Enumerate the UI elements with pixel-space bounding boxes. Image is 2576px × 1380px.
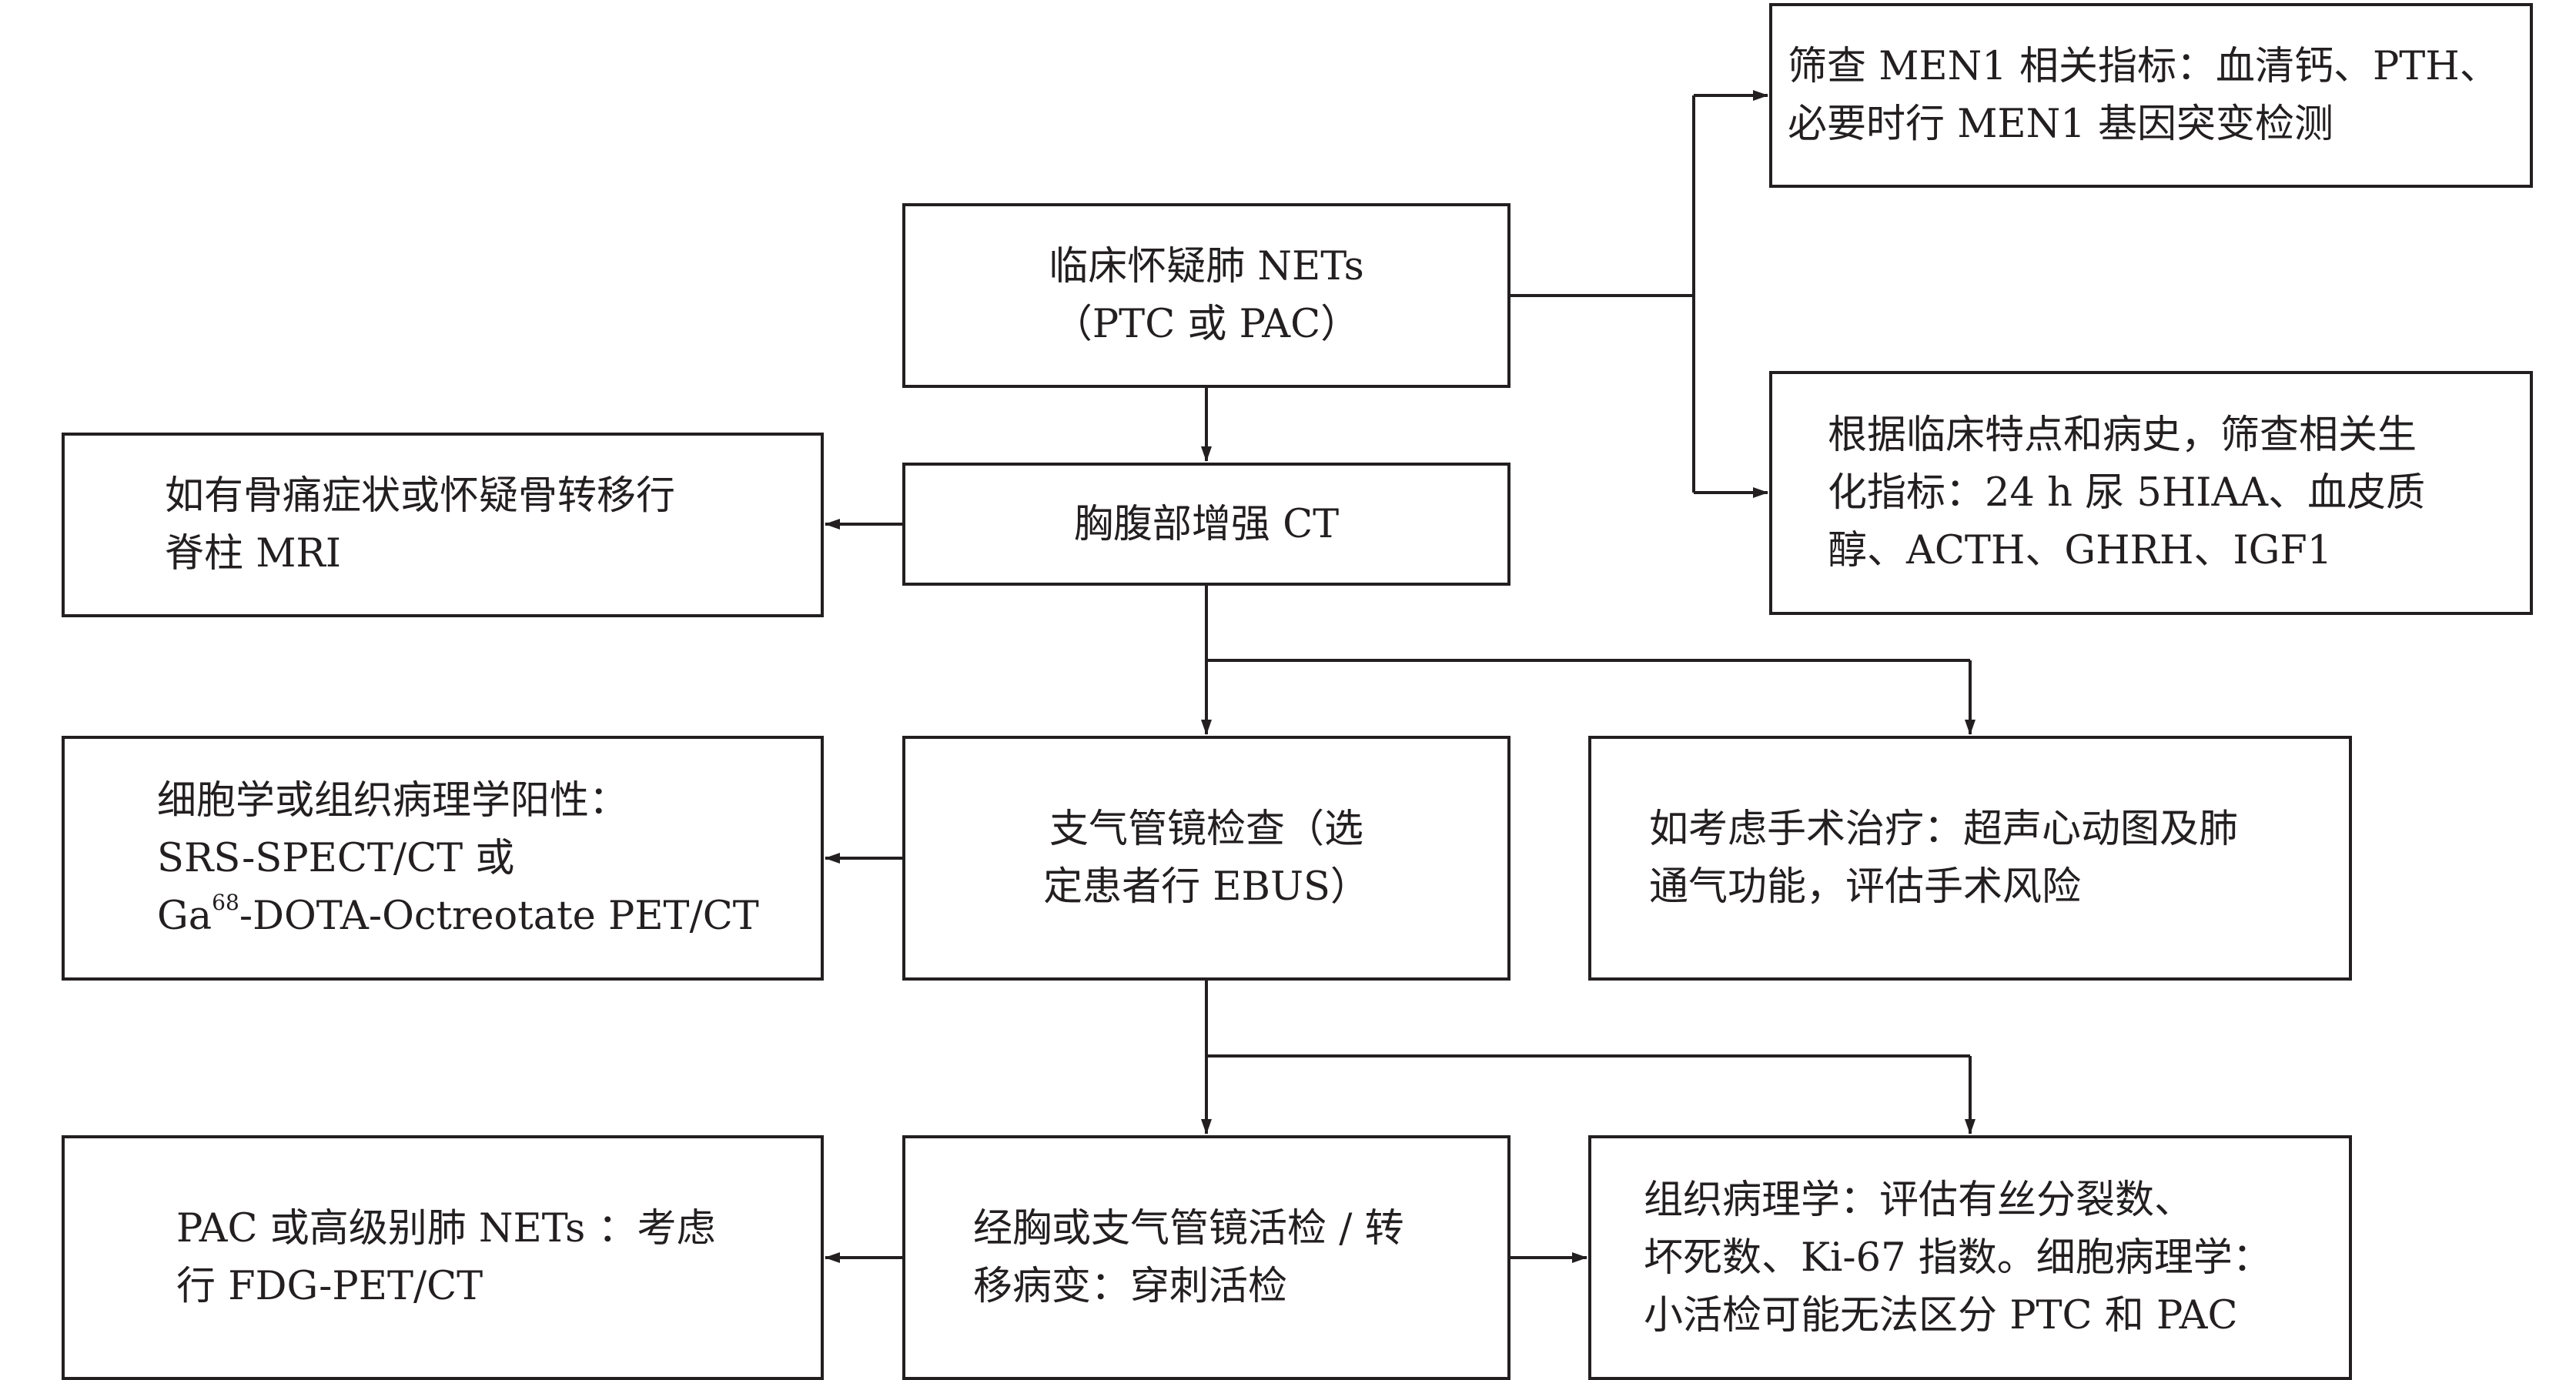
connector-suspect-branch <box>1510 95 1695 493</box>
node-text-line: 支气管镜检查（选 <box>1049 807 1363 852</box>
node-cytology-positive: 细胞学或组织病理学阳性： SRS-SPECT/CT 或 Ga68-DOTA-Oc… <box>62 736 824 981</box>
node-text-line: 临床怀疑肺 NETs <box>1049 244 1364 289</box>
node-text-line: PAC 或高级别肺 NETs ：考虑 <box>176 1206 716 1251</box>
connector-ct-branch <box>1205 586 1970 662</box>
node-biopsy: 经胸或支气管镜活检 / 转 移病变：穿刺活检 <box>902 1135 1510 1380</box>
node-text-line: 通气功能，评估手术风险 <box>1649 864 2082 910</box>
node-text-line: 筛查 MEN1 相关指标：血清钙、PTH、 <box>1788 44 2499 89</box>
node-text-line: 如有骨痛症状或怀疑骨转移行 <box>165 473 676 519</box>
node-bronchoscopy: 支气管镜检查（选 定患者行 EBUS） <box>902 736 1510 981</box>
node-contrast-ct: 胸腹部增强 CT <box>902 463 1510 586</box>
node-histopathology: 组织病理学：评估有丝分裂数、 坏死数、Ki-67 指数。细胞病理学： 小活检可能… <box>1588 1135 2352 1380</box>
node-text-line: 胸腹部增强 CT <box>1073 501 1340 547</box>
node-text-line: SRS-SPECT/CT 或 <box>157 835 515 881</box>
node-text-line: 化指标：24 h 尿 5HIAA、血皮质 <box>1828 470 2426 516</box>
node-text-line: 行 FDG-PET/CT <box>176 1264 483 1309</box>
node-biochemical-markers: 根据临床特点和病史，筛查相关生 化指标：24 h 尿 5HIAA、血皮质 醇、A… <box>1769 371 2533 615</box>
isotope-mass-number: 68 <box>212 889 239 915</box>
node-text-line: 组织病理学：评估有丝分裂数、 <box>1644 1177 2194 1223</box>
node-text-line: 必要时行 MEN1 基因突变检测 <box>1788 102 2333 147</box>
node-surgery-evaluation: 如考虑手术治疗：超声心动图及肺 通气功能，评估手术风险 <box>1588 736 2352 981</box>
node-text-line: 小活检可能无法区分 PTC 和 PAC <box>1644 1292 2238 1338</box>
node-text-line: 如考虑手术治疗：超声心动图及肺 <box>1649 807 2239 852</box>
isotope-symbol: Ga <box>157 893 212 939</box>
node-text-line: 脊柱 MRI <box>165 531 341 576</box>
node-men1-screening: 筛查 MEN1 相关指标：血清钙、PTH、 必要时行 MEN1 基因突变检测 <box>1769 3 2533 188</box>
node-text-line: Ga68-DOTA-Octreotate PET/CT <box>157 887 759 945</box>
node-text-line: 定患者行 EBUS） <box>1043 864 1370 910</box>
node-text-line: 根据临床特点和病史，筛查相关生 <box>1828 413 2417 458</box>
node-text-line: 移病变：穿刺活检 <box>973 1264 1288 1309</box>
node-clinical-suspicion: 临床怀疑肺 NETs （PTC 或 PAC） <box>902 203 1510 388</box>
node-spine-mri: 如有骨痛症状或怀疑骨转移行 脊柱 MRI <box>62 433 824 617</box>
connector-bronchoscopy-branch <box>1205 981 1970 1058</box>
node-pac-fdg-pet: PAC 或高级别肺 NETs ：考虑 行 FDG-PET/CT <box>62 1135 824 1380</box>
node-text-line: 醇、ACTH、GHRH、IGF1 <box>1828 528 2333 573</box>
node-text-line: 经胸或支气管镜活检 / 转 <box>973 1206 1404 1251</box>
tracer-name: -DOTA-Octreotate PET/CT <box>239 893 759 939</box>
node-text-line: 细胞学或组织病理学阳性： <box>157 777 629 824</box>
node-text-line: 坏死数、Ki-67 指数。细胞病理学： <box>1644 1235 2272 1281</box>
node-text-line: （PTC 或 PAC） <box>1052 302 1360 347</box>
